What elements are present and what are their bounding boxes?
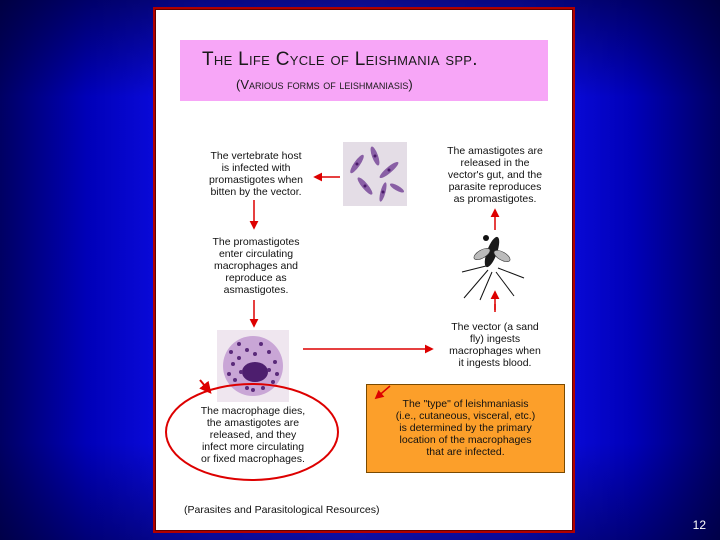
promastigote-micrograph <box>343 142 407 206</box>
diagram-title: The Life Cycle of Leishmania spp. <box>202 49 478 70</box>
step-vector-ingests: The vector (a sand fly) ingests macropha… <box>449 321 541 369</box>
title-box: The Life Cycle of Leishmania spp. (Vario… <box>180 40 548 101</box>
arrow-pointer-to-orange-box <box>374 385 391 400</box>
page-number: 12 <box>692 518 706 532</box>
leishmaniasis-type-box: The "type" of leishmaniasis (i.e., cutan… <box>366 384 565 473</box>
arrow-loop-back <box>199 379 212 394</box>
diagram-subtitle: (Various forms of leishmaniasis) <box>236 77 413 92</box>
macrophage-micrograph <box>217 330 289 402</box>
step-macrophage-dies: The macrophage dies, the amastigotes are… <box>200 405 306 465</box>
step-enter-macrophages: The promastigotes enter circulating macr… <box>212 236 300 296</box>
sand-fly-icon <box>458 230 528 302</box>
leishmaniasis-type-text: The "type" of leishmaniasis (i.e., cutan… <box>395 398 536 458</box>
step-host-infected: The vertebrate host is infected with pro… <box>209 150 303 198</box>
macrophage-dies-ellipse <box>165 383 339 481</box>
source-citation: (Parasites and Parasitological Resources… <box>184 504 380 516</box>
step-released-in-gut: The amastigotes are released in the vect… <box>447 145 543 205</box>
